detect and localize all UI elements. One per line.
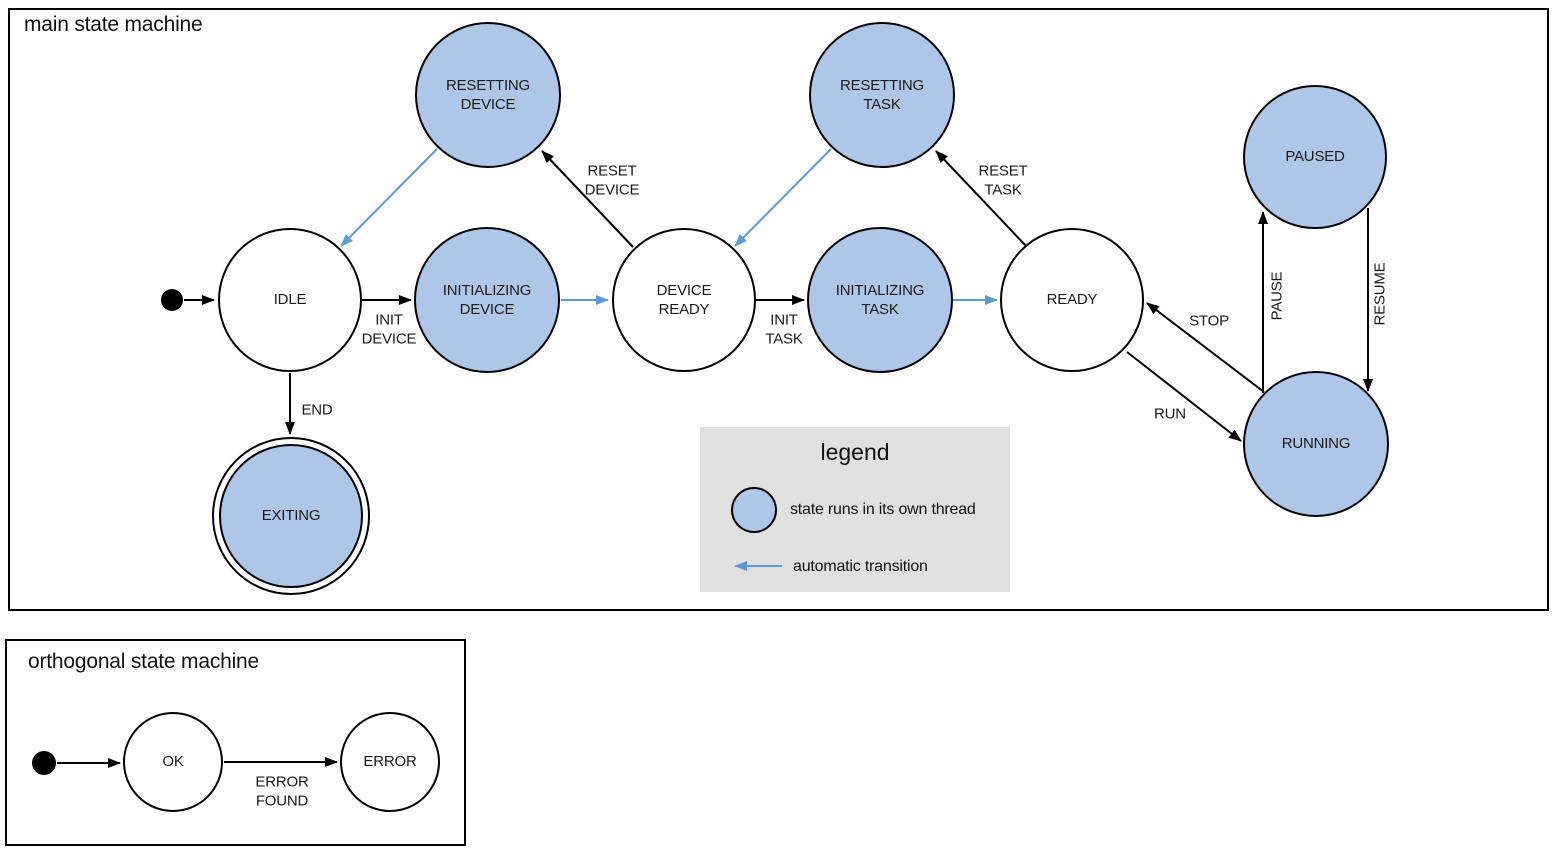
transition-label-reset-device: RESET DEVICE [584,162,640,198]
main-state-machine-panel [8,8,1549,611]
legend-thread-state-text: state runs in its own thread [790,501,976,518]
state-exiting-final-ring: EXITING [212,437,370,595]
transition-label-run: RUN [1154,405,1186,423]
orthogonal-state-machine-title: orthogonal state machine [28,650,260,673]
state-ready: READY [1000,228,1144,372]
transition-label-pause: PAUSE [1268,271,1286,321]
state-paused: PAUSED [1243,85,1387,229]
transition-label-init-task: INIT TASK [765,311,803,347]
legend-auto-transition-text: automatic transition [793,558,928,575]
state-resetting-task: RESETTING TASK [809,22,955,168]
orthogonal-state-machine-panel [5,639,466,846]
legend-auto-transition-arrow-icon [734,561,782,571]
state-initializing-task: INITIALIZING TASK [807,227,953,373]
transition-label-reset-task: RESET TASK [978,162,1028,198]
state-exiting: EXITING [219,444,363,588]
transition-label-end: END [301,401,333,419]
state-running: RUNNING [1243,371,1389,517]
legend: legend state runs in its own thread auto… [700,427,1010,592]
main-state-machine-title: main state machine [24,13,203,36]
state-initializing-device: INITIALIZING DEVICE [414,227,560,373]
legend-title: legend [820,439,890,465]
state-idle: IDLE [218,228,362,372]
transition-label-error-found: ERROR FOUND [255,773,309,809]
state-device-ready: DEVICE READY [612,228,756,372]
transition-label-stop: STOP [1189,312,1229,330]
state-ok: OK [123,712,223,812]
legend-thread-state-swatch [731,487,777,533]
transition-label-init-device: INIT DEVICE [361,311,417,347]
state-resetting-device: RESETTING DEVICE [415,22,561,168]
state-error: ERROR [340,712,440,812]
transition-label-resume: RESUME [1371,262,1389,326]
